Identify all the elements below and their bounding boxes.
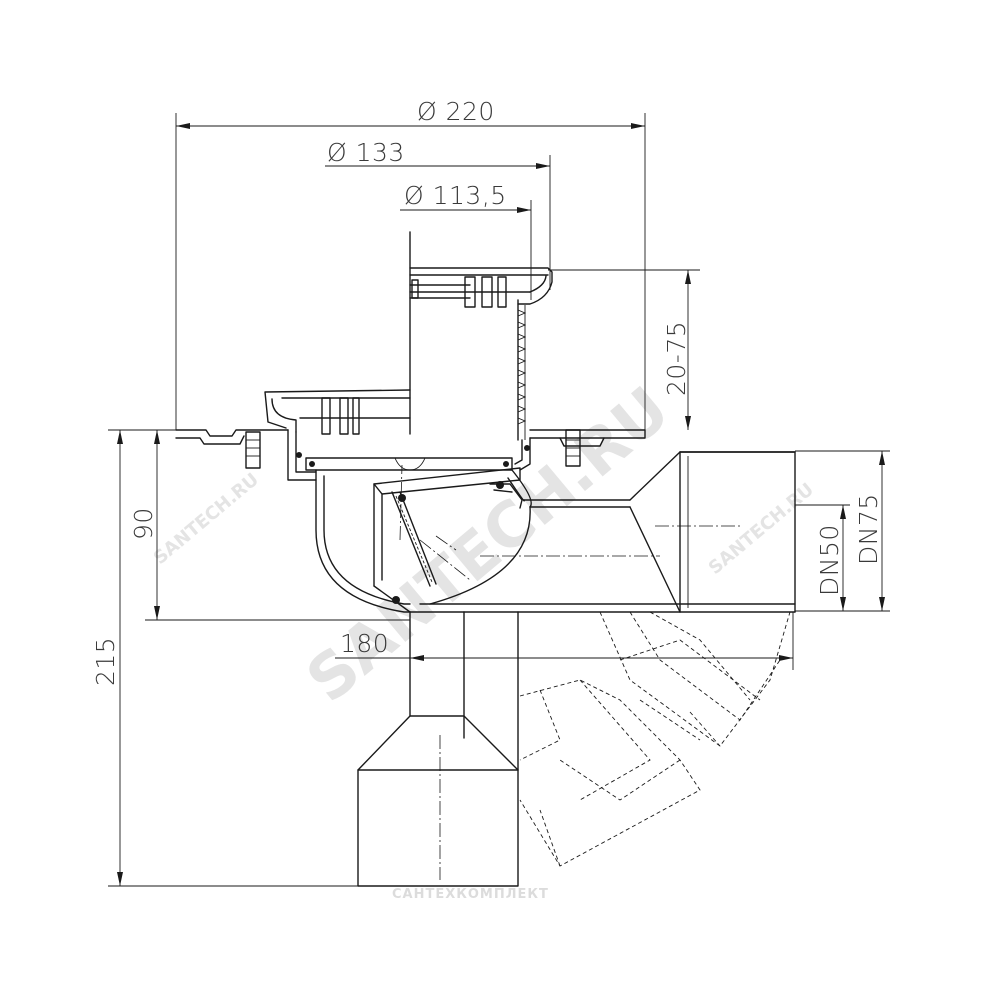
alternative-outlet-positions [519,611,791,867]
watermark-small-right: SANTECH.RU [705,479,818,579]
dim-height-adjustment: 20-75 [662,321,691,396]
dim-width-180: 180 [340,629,389,658]
dim-dn75: DN75 [854,493,883,565]
watermark-brand-text: САНТЕХКОМПЛЕКТ [392,887,549,902]
dim-diameter-220: Ø 220 [417,97,495,126]
dimension-labels: Ø 220 Ø 133 Ø 113,5 20-75 90 215 180 DN5… [91,97,883,686]
watermark-text: SANTECH.RU [293,372,683,716]
base-flange [175,389,646,481]
watermark-small-left: SANTECH.RU [150,469,263,569]
dim-diameter-133: Ø 133 [327,138,405,167]
grate-extension [409,231,553,441]
vertical-outlet [357,611,519,887]
dim-diameter-113-5: Ø 113,5 [404,181,507,210]
drain-body [305,451,796,613]
dim-dn50: DN50 [815,524,844,596]
dim-height-215: 215 [91,637,120,686]
dim-height-90: 90 [129,507,158,540]
dimension-lines [108,113,890,887]
